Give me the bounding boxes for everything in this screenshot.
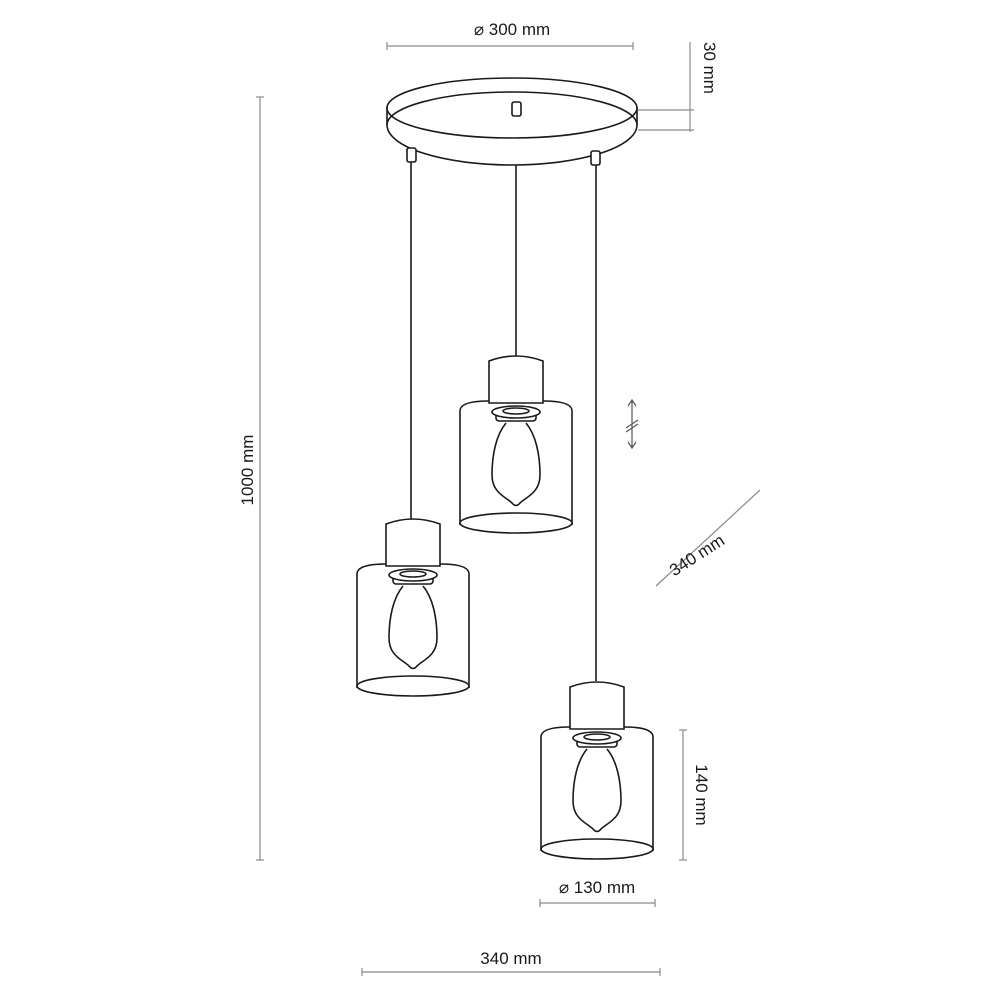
adjustable-cable-icon xyxy=(625,398,639,450)
label-shade-diameter: ⌀ 130 mm xyxy=(559,878,635,897)
dimension-cluster-diagonal: 340 mm xyxy=(655,489,761,587)
pendant-shade-left xyxy=(356,518,470,697)
cable-mount xyxy=(511,101,522,117)
dimension-cluster-width: 340 mm xyxy=(361,949,661,976)
label-canopy-diameter: ⌀ 300 mm xyxy=(474,20,550,39)
cable-mount xyxy=(406,147,417,163)
label-cluster-diagonal: 340 mm xyxy=(666,531,728,580)
dimension-total-height: 1000 mm xyxy=(238,96,264,861)
canopy xyxy=(386,77,638,166)
dimension-shade-height: 140 mm xyxy=(679,729,711,861)
pendant-shade-middle xyxy=(459,355,573,534)
pendant-shade-right xyxy=(540,681,654,860)
label-total-height: 1000 mm xyxy=(238,435,257,506)
label-canopy-height: 30 mm xyxy=(700,42,719,94)
dimension-canopy-diameter: ⌀ 300 mm xyxy=(386,20,634,50)
label-cluster-width: 340 mm xyxy=(480,949,541,968)
cable-mount xyxy=(590,150,601,166)
label-shade-height: 140 mm xyxy=(692,764,711,825)
dimension-canopy-height: 30 mm xyxy=(638,42,719,132)
dimension-shade-diameter: ⌀ 130 mm xyxy=(539,878,656,907)
